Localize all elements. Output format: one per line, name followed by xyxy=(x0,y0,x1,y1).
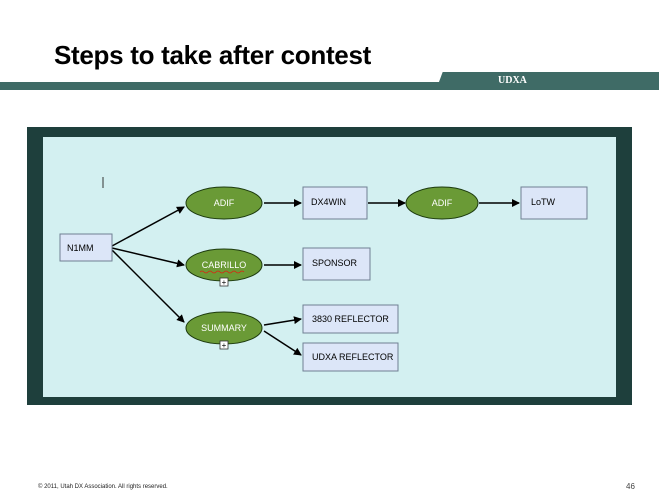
slide-title: Steps to take after contest xyxy=(54,40,371,70)
node-udxa-box xyxy=(302,342,399,372)
node-cabrillo-label: CABRILLO xyxy=(202,260,247,270)
node-adif-2-ellipse xyxy=(405,186,479,220)
band-label: UDXA xyxy=(498,75,527,86)
spellcheck-underline xyxy=(199,270,245,274)
node-3830-label: 3830 REFLECTOR xyxy=(312,314,389,324)
node-adif-1-label: ADIF xyxy=(214,198,235,208)
node-summary-label: SUMMARY xyxy=(201,323,247,333)
arrow-summary-udxa xyxy=(263,330,302,356)
copyright-notice: © 2011, Utah DX Association. All rights … xyxy=(38,484,168,490)
node-lotw-box xyxy=(520,186,588,220)
summary-expand-glyph: + xyxy=(222,341,227,350)
node-sponsor-label: SPONSOR xyxy=(312,258,358,268)
node-dx4win-label: DX4WIN xyxy=(311,197,346,207)
node-dx4win-box xyxy=(302,186,368,220)
cabrillo-expand-glyph: + xyxy=(222,278,227,287)
cabrillo-expand-marker[interactable]: + xyxy=(219,277,229,287)
summary-expand-marker[interactable]: + xyxy=(219,340,229,350)
node-adif-1-ellipse xyxy=(185,186,263,220)
page-number: 46 xyxy=(626,482,635,491)
node-n1mm-label: N1MM xyxy=(67,243,94,253)
arrow-summary-3830 xyxy=(263,316,302,326)
arrow-n1mm-summary xyxy=(111,249,185,323)
node-3830-box xyxy=(302,304,399,334)
node-lotw-label: LoTW xyxy=(531,197,556,207)
title-band-line xyxy=(0,82,659,90)
node-adif-2-label: ADIF xyxy=(432,198,453,208)
node-n1mm-box xyxy=(59,233,113,262)
node-sponsor-box xyxy=(302,247,371,281)
arrow-n1mm-cabrillo xyxy=(111,247,185,268)
node-udxa-label: UDXA REFLECTOR xyxy=(312,352,394,362)
arrow-n1mm-adif xyxy=(111,206,185,247)
